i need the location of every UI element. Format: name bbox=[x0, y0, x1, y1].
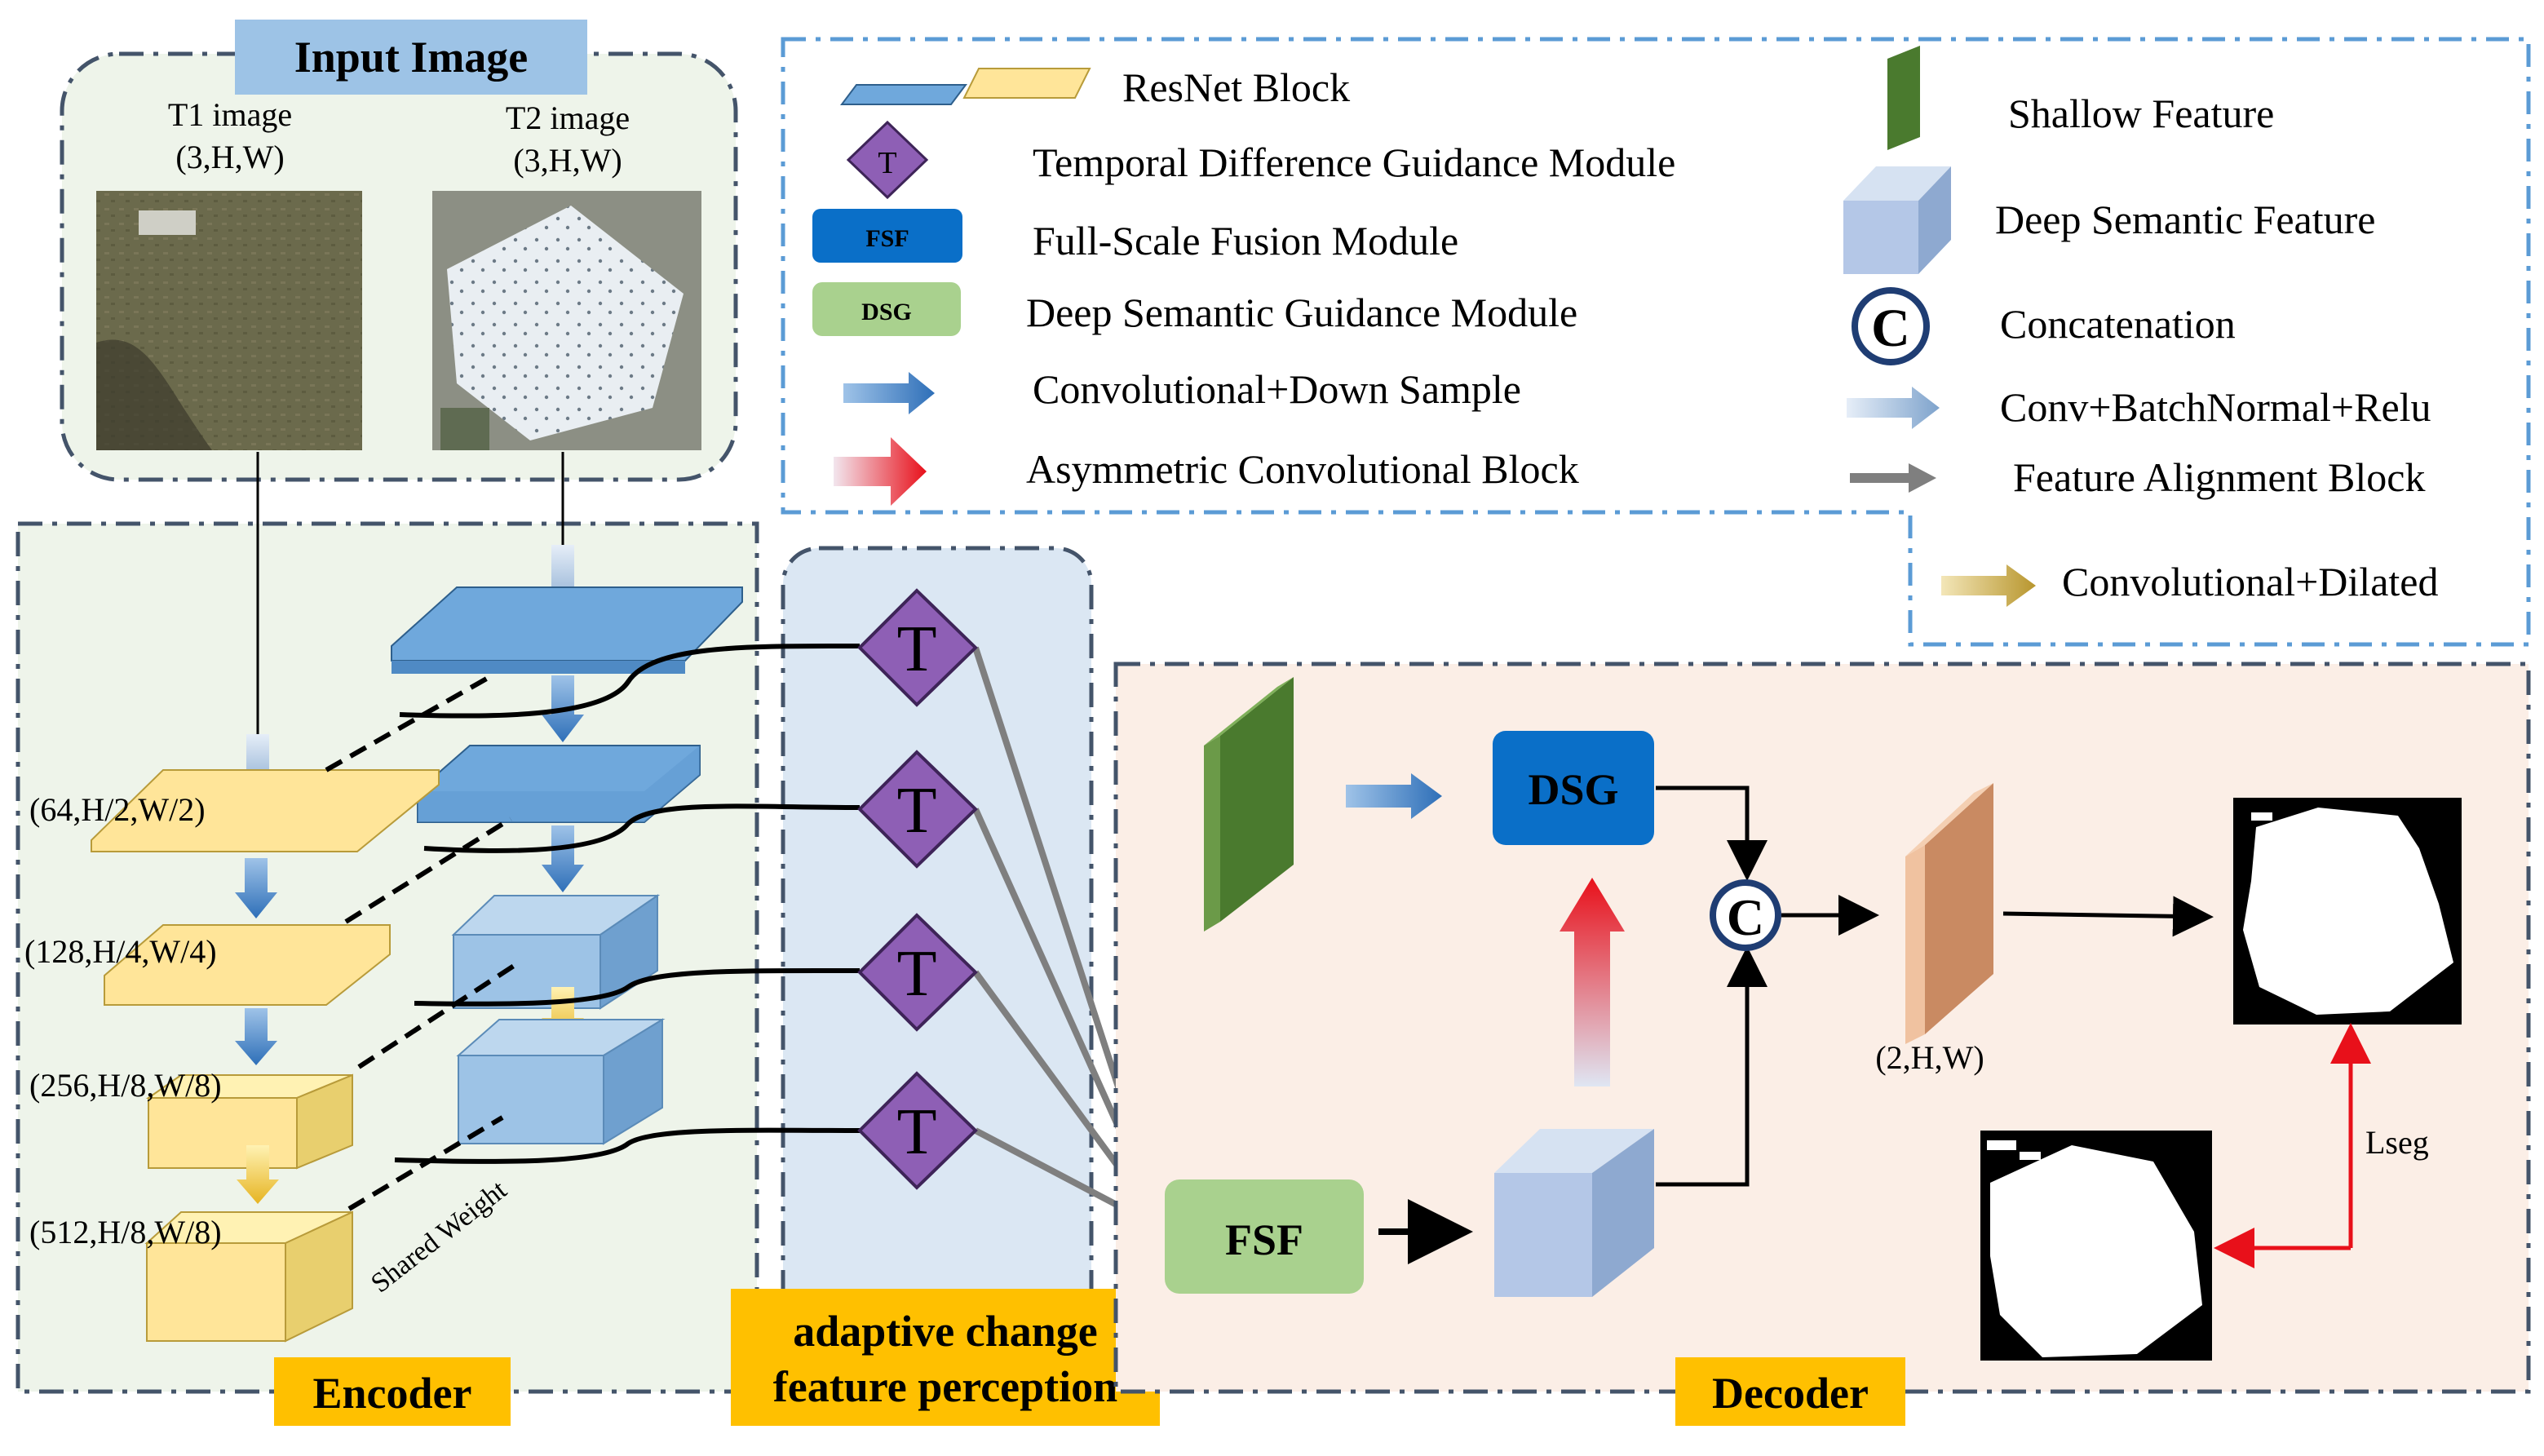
t2-block-4 bbox=[456, 1018, 666, 1145]
tdg-symbol: T bbox=[878, 146, 896, 180]
input-panel: Input Image T1 image (3,H,W) T2 image (3… bbox=[60, 20, 738, 482]
tdg-module-4: T bbox=[857, 1071, 978, 1190]
tdg-module-4-label: T bbox=[897, 1096, 937, 1168]
decoder-title-badge bbox=[1675, 1357, 1905, 1426]
dsg-icon bbox=[812, 282, 961, 336]
t1-block-4 bbox=[144, 1210, 353, 1343]
legend-tdg-label: Temporal Difference Guidance Module bbox=[1033, 139, 1675, 185]
decoder-dsg-module[interactable]: DSG bbox=[1493, 731, 1654, 845]
legend-fsf: FSF Full-Scale Fusion Module bbox=[812, 209, 1458, 263]
acfp-title-line1: adaptive change bbox=[793, 1307, 1098, 1356]
concat-symbol: C bbox=[1871, 299, 1910, 358]
legend-fsf-label: Full-Scale Fusion Module bbox=[1033, 218, 1458, 263]
legend-shallow-label: Shallow Feature bbox=[2008, 91, 2274, 136]
legend-conv-down-label: Convolutional+Down Sample bbox=[1033, 366, 1521, 412]
tdg-module-3-label: T bbox=[897, 938, 937, 1010]
tdg-module-1-label: T bbox=[897, 613, 937, 685]
decoder-fsf-label: FSF bbox=[1225, 1215, 1303, 1264]
legend-asym: Asymmetric Convolutional Block bbox=[834, 437, 1579, 506]
red-arrow-icon bbox=[834, 437, 927, 506]
decoder-shallow-feature bbox=[1204, 677, 1294, 932]
resnet-yellow-icon bbox=[962, 68, 1091, 99]
t2-shape: (3,H,W) bbox=[513, 142, 622, 179]
tdg-input-curves bbox=[394, 643, 861, 1164]
legend-conv-dilated-label: Convolutional+Dilated bbox=[2062, 559, 2438, 604]
ground-truth-map bbox=[1980, 1131, 2212, 1361]
legend-shallow: Shallow Feature bbox=[1887, 46, 2274, 150]
acfp-panel: adaptive change feature perception T T T bbox=[394, 546, 1168, 1426]
decoder-output-feature bbox=[1905, 783, 1993, 1044]
decoder-fsf-module[interactable]: FSF bbox=[1165, 1179, 1364, 1294]
resnet-blue-icon bbox=[840, 84, 967, 105]
t2-branch bbox=[391, 545, 743, 1145]
legend-resnet-label: ResNet Block bbox=[1122, 64, 1350, 110]
tdg-module-2: T bbox=[857, 750, 978, 869]
input-title-badge bbox=[235, 20, 587, 95]
shallow-to-dsg-arrow bbox=[1346, 773, 1442, 819]
predicted-change-map bbox=[2233, 798, 2462, 1025]
legend-deep-label: Deep Semantic Feature bbox=[1995, 197, 2375, 242]
legend-dsg-label: Deep Semantic Guidance Module bbox=[1026, 290, 1577, 335]
decoder-concat-label: C bbox=[1727, 888, 1764, 946]
t2-block-1 bbox=[391, 586, 743, 662]
deep-feature-icon bbox=[1843, 201, 1918, 274]
legend-conv-dilated: Convolutional+Dilated bbox=[1941, 559, 2438, 607]
legend-dsg: DSG Deep Semantic Guidance Module bbox=[812, 282, 1577, 336]
decoder-concat: C bbox=[1710, 879, 1781, 951]
fsf-icon bbox=[812, 209, 962, 263]
legend-feature-alignment: Feature Alignment Block bbox=[1850, 454, 2425, 500]
scale-label-3: (256,H/8,W/8) bbox=[29, 1067, 222, 1104]
legend-resnet: ResNet Block bbox=[840, 64, 1350, 110]
scale-label-1: (64,H/2,W/2) bbox=[29, 791, 206, 828]
t1-block-1 bbox=[91, 769, 440, 852]
output-shape-label: (2,H,W) bbox=[1875, 1039, 1984, 1076]
scale-label-2: (128,H/4,W/4) bbox=[24, 933, 217, 970]
legend-asym-label: Asymmetric Convolutional Block bbox=[1026, 446, 1579, 492]
tdg-diamond-icon bbox=[846, 120, 929, 200]
legend-conv-bn-relu: Conv+BatchNormal+Relu bbox=[1847, 384, 2431, 430]
t1-image bbox=[96, 191, 362, 450]
legend-concat-label: Concatenation bbox=[2000, 301, 2236, 347]
legend-tdg: T Temporal Difference Guidance Module bbox=[846, 120, 1675, 200]
fsf-symbol: FSF bbox=[865, 225, 909, 252]
legend-feature-alignment-label: Feature Alignment Block bbox=[2013, 454, 2425, 500]
t2-image bbox=[432, 191, 701, 450]
concat-icon bbox=[1852, 287, 1930, 365]
encoder-title-badge bbox=[274, 1357, 511, 1426]
decoder-title: Decoder bbox=[1712, 1369, 1869, 1418]
tdg-module-3: T bbox=[857, 913, 978, 1032]
encoder-panel: Encoder bbox=[15, 452, 759, 1426]
dsg-symbol: DSG bbox=[861, 299, 912, 325]
t1-branch bbox=[91, 734, 440, 1343]
tdg-module-2-label: T bbox=[897, 775, 937, 847]
gold-arrow-icon bbox=[1941, 564, 2036, 607]
acfp-title-badge bbox=[731, 1289, 1160, 1426]
t1-shape: (3,H,W) bbox=[175, 139, 284, 175]
legend-panel: ResNet Block T Temporal Difference Guida… bbox=[781, 37, 2531, 647]
decoder-dsg-label: DSG bbox=[1528, 765, 1618, 814]
legend-deep: Deep Semantic Feature bbox=[1843, 166, 2375, 274]
light-arrow-icon bbox=[1847, 387, 1940, 429]
t1-block-2 bbox=[104, 924, 391, 1006]
acfp-title-line2: feature perception bbox=[773, 1362, 1117, 1411]
shared-weight-links bbox=[325, 675, 515, 1211]
scale-label-4: (512,H/8,W/8) bbox=[29, 1214, 222, 1250]
asym-conv-arrow bbox=[1560, 878, 1625, 1086]
blue-arrow-icon bbox=[843, 372, 935, 414]
t1-label: T1 image bbox=[168, 96, 292, 133]
gray-arrow-icon bbox=[1850, 463, 1936, 493]
legend-conv-bn-relu-label: Conv+BatchNormal+Relu bbox=[2000, 384, 2431, 430]
input-title: Input Image bbox=[294, 33, 529, 82]
legend-conv-down: Convolutional+Down Sample bbox=[843, 366, 1521, 414]
decoder-panel: Decoder DSG FSF bbox=[1113, 662, 2531, 1426]
tdg-module-1: T bbox=[857, 588, 978, 707]
encoder-title: Encoder bbox=[313, 1369, 472, 1418]
t2-label: T2 image bbox=[506, 100, 630, 136]
legend-concat: C Concatenation bbox=[1852, 287, 2236, 365]
shallow-feature-icon bbox=[1887, 46, 1920, 150]
loss-label: Lseg bbox=[2365, 1124, 2429, 1161]
decoder-deep-feature bbox=[1494, 1129, 1654, 1297]
